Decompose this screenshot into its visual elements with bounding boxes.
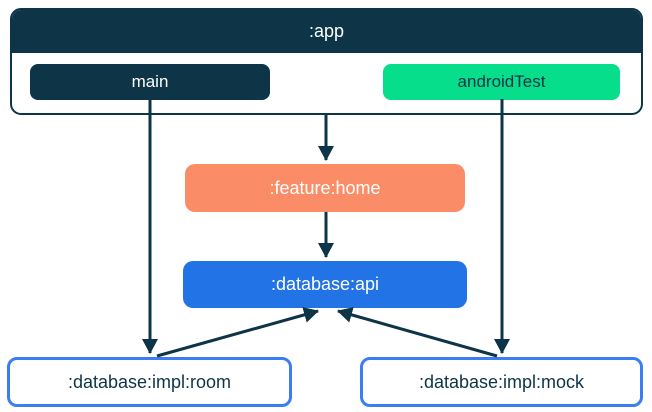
module-database-impl-mock: :database:impl:mock bbox=[360, 357, 643, 407]
module-feature-home-label: :feature:home bbox=[269, 177, 381, 198]
module-database-impl-room-label: :database:impl:room bbox=[67, 371, 232, 392]
arrow-database-impl-room-to-database-api bbox=[156, 307, 319, 358]
module-database-impl-room: :database:impl:room bbox=[7, 357, 292, 407]
source-set-androidtest-label: androidTest bbox=[457, 72, 546, 91]
source-set-main-label: main bbox=[131, 72, 169, 91]
app-module-label: :app bbox=[308, 21, 345, 41]
module-database-api: :database:api bbox=[183, 261, 467, 308]
module-feature-home: :feature:home bbox=[185, 164, 465, 212]
arrow-database-impl-mock-to-database-api bbox=[337, 307, 498, 358]
source-set-androidtest: androidTest bbox=[383, 64, 620, 100]
source-set-main: main bbox=[30, 64, 270, 100]
module-database-impl-mock-label: :database:impl:mock bbox=[418, 371, 585, 392]
module-database-api-label: :database:api bbox=[270, 274, 380, 294]
app-module-header: :app bbox=[12, 10, 641, 53]
